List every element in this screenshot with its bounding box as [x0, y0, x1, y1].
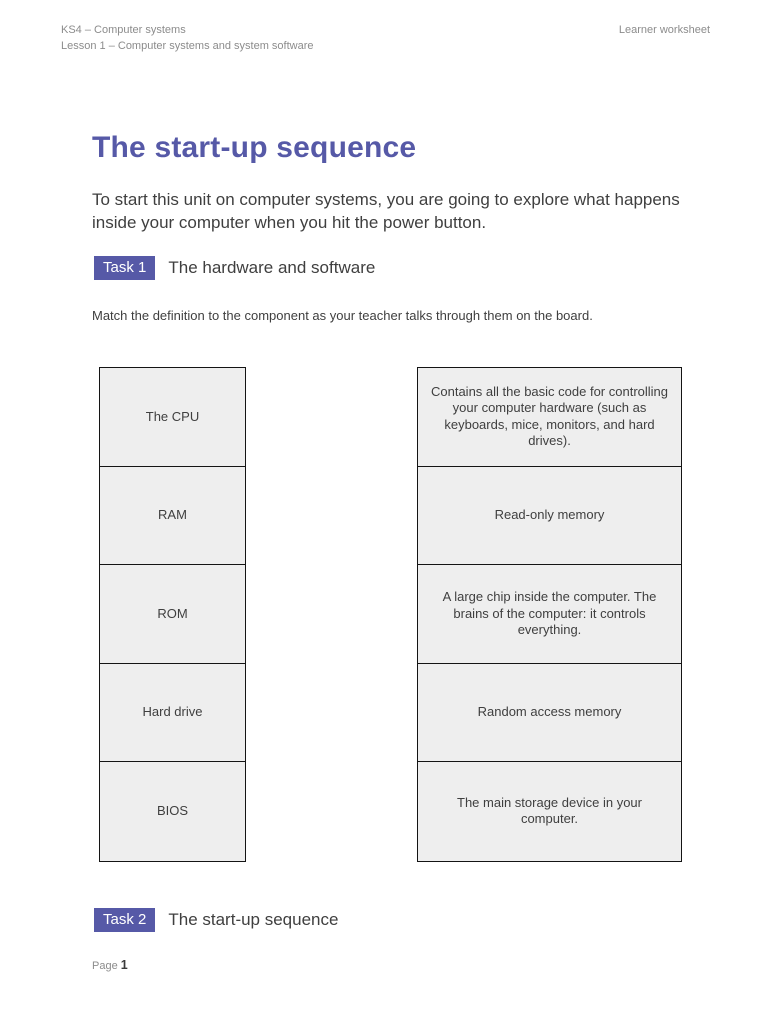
task2-heading: The start-up sequence: [168, 910, 339, 929]
page-title: The start-up sequence: [92, 131, 417, 164]
intro-paragraph: To start this unit on computer systems, …: [92, 190, 680, 232]
task1-heading: The hardware and software: [168, 258, 376, 277]
task1-badge: Task 1: [94, 256, 156, 280]
components-column: The CPU RAM ROM Hard drive BIOS: [99, 367, 246, 862]
definition-cell: Contains all the basic code for controll…: [418, 368, 681, 467]
component-cell: Hard drive: [100, 664, 245, 762]
page-header: KS4 – Computer systems Lesson 1 – Comput…: [61, 22, 710, 54]
definition-cell: Read-only memory: [418, 467, 681, 565]
page-number: 1: [120, 958, 128, 972]
header-left: KS4 – Computer systems Lesson 1 – Comput…: [61, 22, 314, 54]
definition-cell: A large chip inside the computer. The br…: [418, 565, 681, 664]
definition-text: Random access memory: [477, 704, 622, 719]
task1-instruction: Match the definition to the component as…: [92, 308, 593, 323]
definition-text: A large chip inside the computer. The br…: [442, 589, 657, 637]
page-label: Page: [92, 960, 118, 972]
definition-text: Contains all the basic code for controll…: [430, 383, 669, 449]
component-cell: RAM: [100, 467, 245, 565]
definition-text: Read-only memory: [494, 507, 605, 522]
header-doc-type: Learner worksheet: [618, 24, 710, 36]
task2-badge: Task 2: [94, 908, 156, 932]
component-cell: BIOS: [156, 803, 189, 818]
component-cell: ROM: [100, 565, 245, 664]
task1-row: Task 1 The hardware and software: [94, 256, 375, 280]
definitions-column: Contains all the basic code for controll…: [417, 367, 682, 862]
definition-cell: The main storage device in your computer…: [418, 762, 681, 861]
task2-row: Task 2 The start-up sequence: [94, 908, 338, 932]
definition-cell: Random access memory: [418, 664, 681, 762]
header-course: KS4 – Computer systems: [61, 24, 186, 36]
component-cell: The CPU: [100, 368, 245, 467]
definition-text: The main storage device in your computer…: [457, 794, 642, 827]
header-lesson: Lesson 1 – Computer systems and system s…: [61, 40, 314, 52]
